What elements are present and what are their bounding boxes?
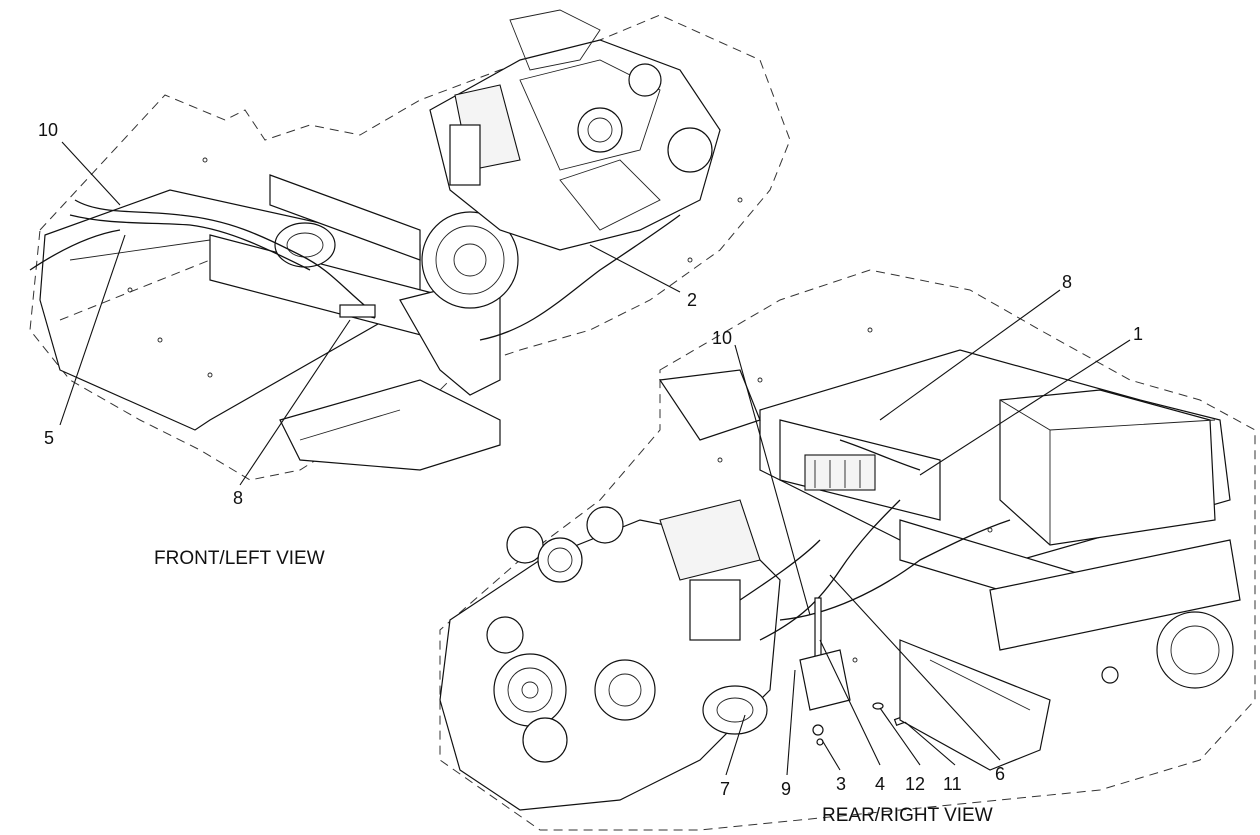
rear-right-view-caption: REAR/RIGHT VIEW <box>822 805 993 826</box>
callout-3-rear-right: 3 <box>836 774 846 794</box>
callout-4-rear-right: 4 <box>875 774 885 794</box>
callout-8-rear-right: 8 <box>1062 272 1072 292</box>
front-left-view-caption: FRONT/LEFT VIEW <box>154 548 325 569</box>
front-left-leaders <box>59 141 681 486</box>
callout-11-rear-right: 11 <box>943 774 962 794</box>
callout-10-rear-right: 10 <box>712 328 732 348</box>
callout-7-rear-right: 7 <box>720 779 730 799</box>
callout-12-rear-right: 12 <box>905 774 925 794</box>
callout-5-front-left: 5 <box>44 428 54 448</box>
callout-6-rear-right: 6 <box>995 764 1005 784</box>
rear-right-leaders <box>725 289 1131 776</box>
callout-1-rear-right: 1 <box>1133 324 1143 344</box>
rear-right-view-drawing <box>439 269 1256 831</box>
callout-2-front-left: 2 <box>687 290 697 310</box>
front-left-view-drawing <box>29 9 791 481</box>
callout-8-front-left: 8 <box>233 488 243 508</box>
callout-10-front-left: 10 <box>38 120 58 140</box>
callout-9-rear-right: 9 <box>781 779 791 799</box>
